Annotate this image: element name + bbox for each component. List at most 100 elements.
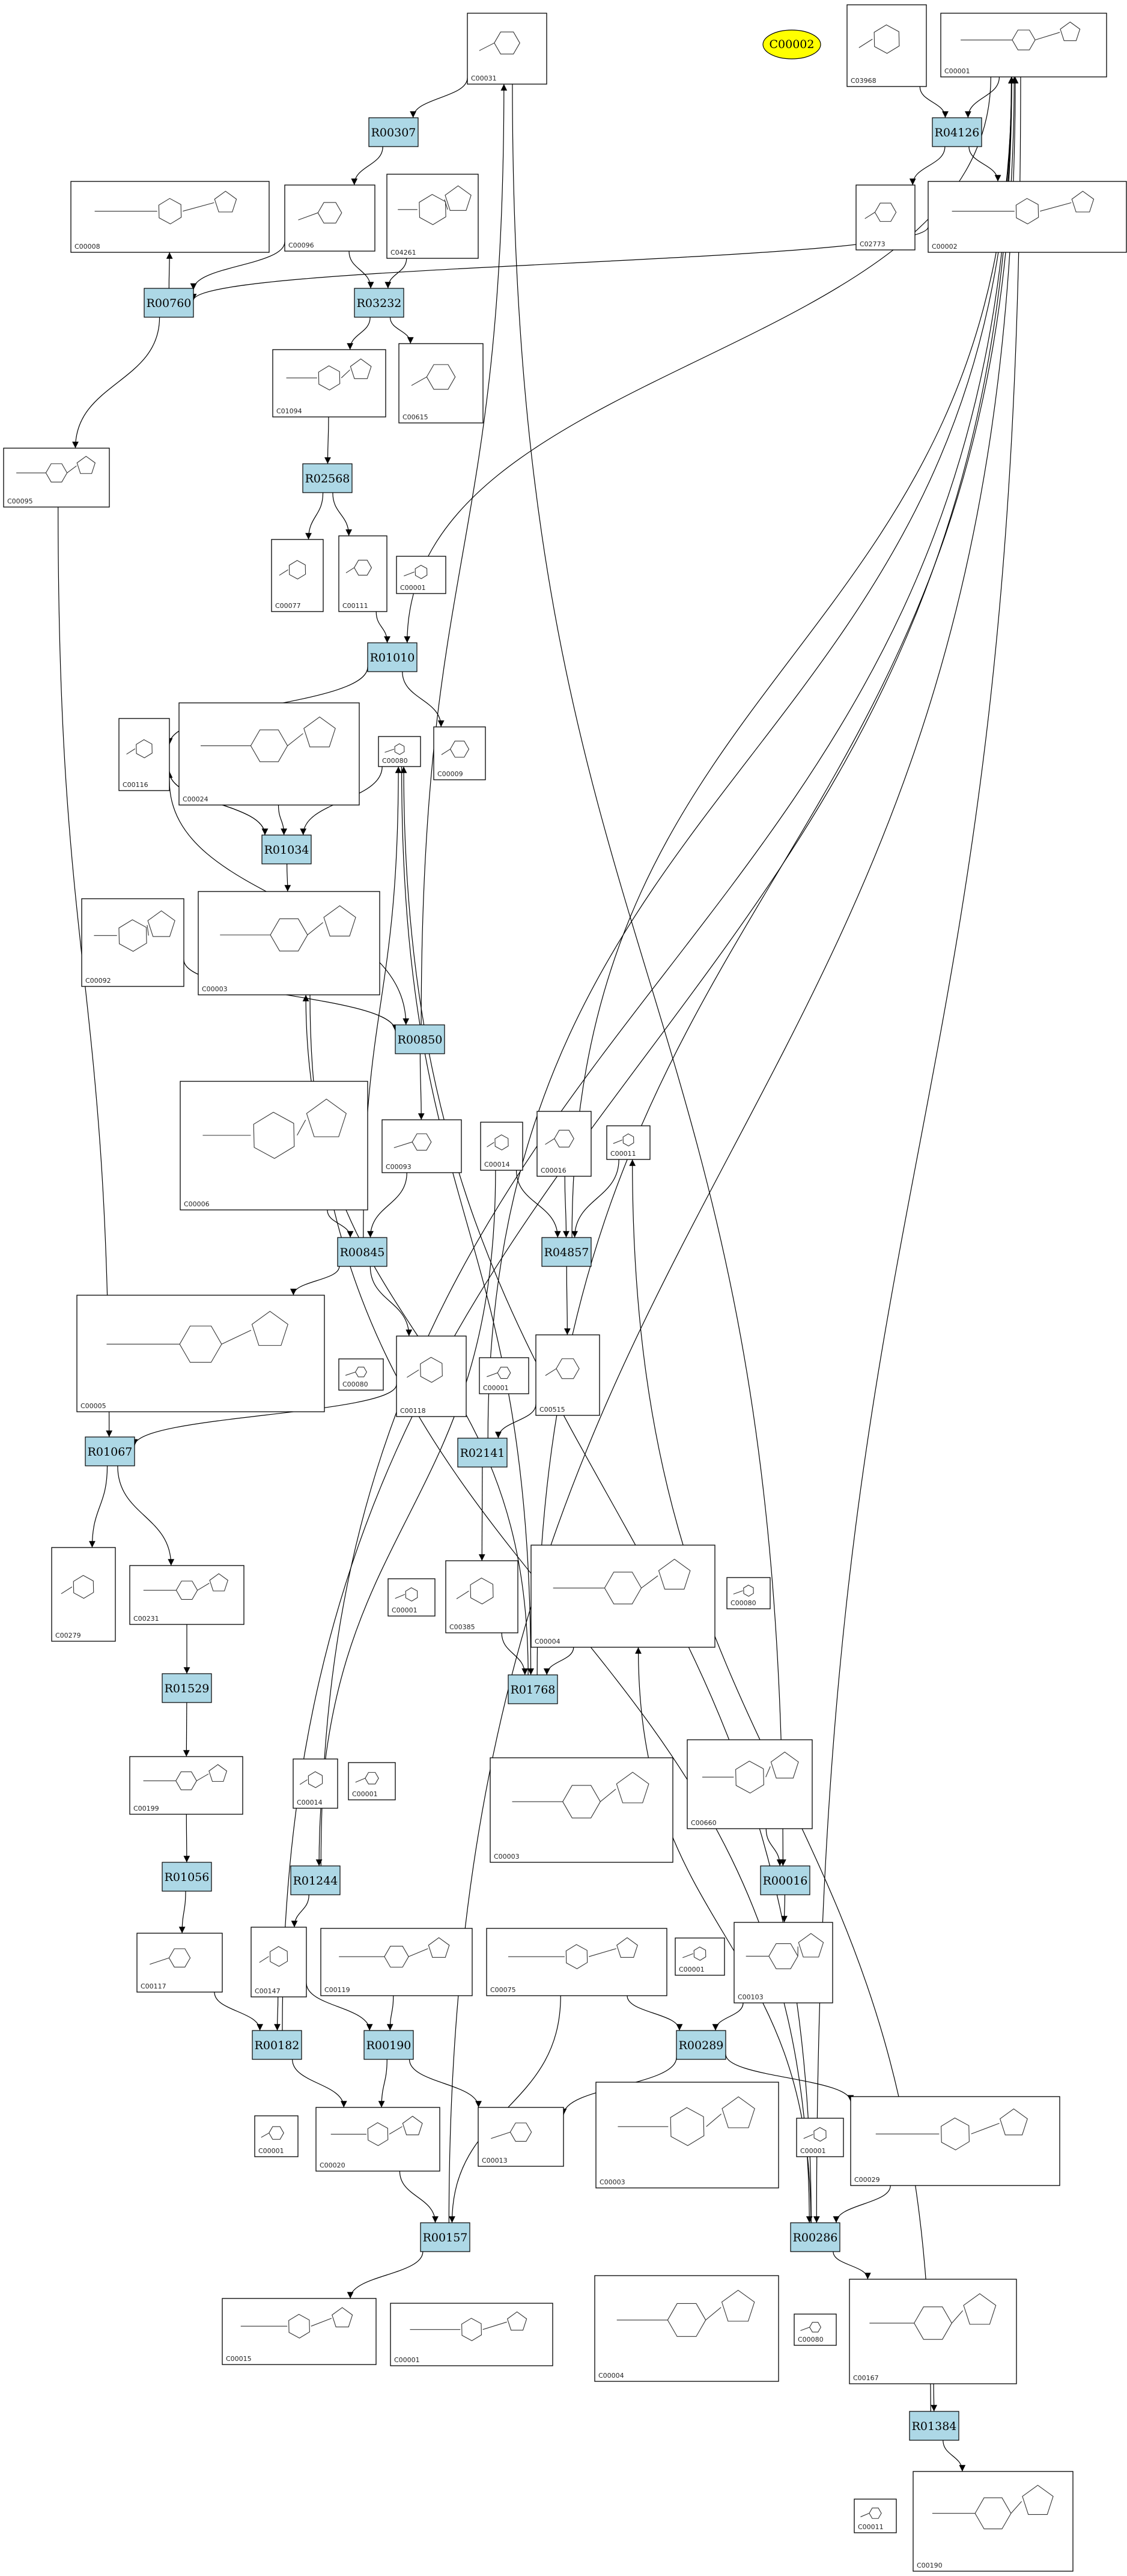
compound-node[interactable]: C00117: [136, 1933, 223, 1993]
compound-node[interactable]: C00385: [445, 1560, 518, 1633]
compound-node[interactable]: C00009: [433, 726, 486, 780]
compound-node[interactable]: C00111: [338, 535, 387, 612]
compound-node[interactable]: C01094: [272, 349, 386, 418]
compound-node[interactable]: C00020: [315, 2107, 440, 2172]
ring-shape: [253, 1111, 295, 1159]
compound-node[interactable]: C00103: [734, 1922, 833, 2003]
reaction-node[interactable]: R01010: [367, 642, 418, 672]
bond-shape: [875, 2122, 1000, 2134]
reaction-node[interactable]: R04126: [932, 117, 982, 147]
bond-shape: [864, 211, 875, 219]
reaction-edge: [278, 804, 288, 836]
compound-node[interactable]: C00013: [478, 2107, 564, 2167]
compound-node[interactable]: C00003: [595, 2082, 779, 2189]
compound-node[interactable]: C00077: [271, 539, 324, 612]
reaction-node[interactable]: R00182: [252, 2030, 302, 2060]
compound-node[interactable]: C00147: [251, 1927, 307, 1997]
compound-node[interactable]: C00004: [594, 2275, 779, 2382]
reaction-node[interactable]: R01034: [261, 834, 312, 864]
reaction-edge: [765, 1828, 783, 1867]
compound-node[interactable]: C00660: [687, 1739, 813, 1829]
reaction-node[interactable]: R01384: [909, 2411, 959, 2441]
reaction-node[interactable]: R01244: [290, 1865, 341, 1895]
edges-layer: [58, 76, 1021, 2472]
reaction-node[interactable]: R03232: [354, 288, 404, 318]
bond-shape: [94, 925, 149, 936]
reaction-edge: [813, 76, 1021, 2223]
compound-node[interactable]: C00029: [850, 2096, 1060, 2186]
reaction-node[interactable]: R04857: [541, 1237, 592, 1267]
reaction-edge: [190, 242, 285, 290]
compound-node[interactable]: C00095: [3, 448, 110, 508]
compound-node[interactable]: C00116: [118, 718, 170, 791]
highlight-node[interactable]: C00002: [762, 29, 821, 59]
compound-node[interactable]: C00615: [398, 343, 484, 424]
reaction-node[interactable]: R01529: [162, 1673, 212, 1703]
compound-node[interactable]: C00080: [378, 736, 421, 767]
compound-node[interactable]: C00279: [51, 1547, 116, 1642]
compound-node[interactable]: C00031: [467, 13, 547, 85]
compound-node[interactable]: C03968: [846, 4, 927, 87]
compound-node[interactable]: C00002: [928, 181, 1127, 253]
reaction-node[interactable]: R00286: [790, 2222, 840, 2252]
compound-node[interactable]: C00093: [381, 1119, 462, 1173]
reaction-id-label: R03232: [357, 297, 402, 310]
compound-node[interactable]: C00001: [390, 2303, 553, 2366]
compound-node[interactable]: C00003: [198, 891, 380, 995]
compound-node[interactable]: C00001: [348, 1762, 396, 1800]
compound-node[interactable]: C00014: [293, 1758, 338, 1809]
reaction-node[interactable]: R00289: [676, 2030, 726, 2060]
compound-node[interactable]: C00096: [284, 184, 375, 252]
reaction-node[interactable]: R00016: [760, 1865, 810, 1895]
compound-id-label: C00001: [800, 2147, 826, 2155]
compound-node[interactable]: C00011: [854, 2499, 897, 2533]
reaction-node[interactable]: R00307: [368, 117, 419, 147]
reaction-edge: [290, 1266, 340, 1296]
compound-node[interactable]: C00014: [480, 1122, 523, 1171]
reaction-node[interactable]: R00157: [420, 2222, 470, 2252]
compound-node[interactable]: C04261: [386, 174, 479, 259]
reaction-node[interactable]: R02141: [457, 1438, 508, 1468]
compound-node[interactable]: C00016: [536, 1111, 592, 1177]
reaction-node[interactable]: R01056: [162, 1862, 212, 1892]
compound-node[interactable]: C00024: [178, 702, 360, 806]
reaction-node[interactable]: R00760: [144, 288, 194, 318]
reaction-node[interactable]: R00190: [363, 2030, 414, 2060]
compound-node[interactable]: C00001: [940, 13, 1107, 77]
compound-node[interactable]: C00092: [81, 898, 184, 987]
compound-node[interactable]: C00231: [129, 1565, 245, 1625]
compound-node[interactable]: C00005: [76, 1295, 325, 1412]
compound-node[interactable]: C02773: [855, 184, 916, 251]
ring-shape: [941, 2117, 970, 2151]
compound-node[interactable]: C00190: [913, 2471, 1074, 2572]
reaction-node[interactable]: R00850: [395, 1024, 445, 1054]
compound-node[interactable]: C00167: [849, 2279, 1017, 2384]
compound-node[interactable]: C00001: [254, 2115, 299, 2157]
compound-node[interactable]: C00075: [486, 1928, 667, 1996]
compound-node[interactable]: C00001: [675, 1937, 725, 1976]
compound-node[interactable]: C00001: [396, 556, 446, 594]
compound-node[interactable]: C00003: [490, 1757, 673, 1863]
compound-node[interactable]: C00011: [606, 1125, 651, 1160]
compound-node[interactable]: C00080: [338, 1358, 384, 1391]
compound-node[interactable]: C00015: [222, 2298, 377, 2365]
compound-node[interactable]: C00004: [530, 1545, 715, 1648]
reaction-node[interactable]: R01768: [508, 1674, 558, 1704]
compound-node[interactable]: C00008: [70, 181, 270, 253]
reaction-edge: [943, 2440, 966, 2472]
reaction-node[interactable]: R02568: [302, 463, 353, 493]
compound-node[interactable]: C00001: [796, 2118, 844, 2157]
reaction-node[interactable]: R00845: [337, 1237, 387, 1267]
compound-node[interactable]: C00515: [535, 1334, 600, 1416]
compound-node[interactable]: C00001: [387, 1578, 436, 1617]
compound-node[interactable]: C00118: [396, 1335, 467, 1417]
ring-shape: [306, 1098, 347, 1137]
compound-node[interactable]: C00080: [726, 1577, 771, 1609]
compound-node[interactable]: C00080: [794, 2313, 837, 2346]
compound-node[interactable]: C00199: [129, 1756, 243, 1815]
compound-node[interactable]: C00119: [320, 1928, 473, 1996]
compound-node[interactable]: C00001: [479, 1357, 529, 1394]
compound-box: [595, 2082, 779, 2189]
compound-node[interactable]: C00006: [180, 1081, 368, 1211]
reaction-node[interactable]: R01067: [85, 1436, 135, 1466]
